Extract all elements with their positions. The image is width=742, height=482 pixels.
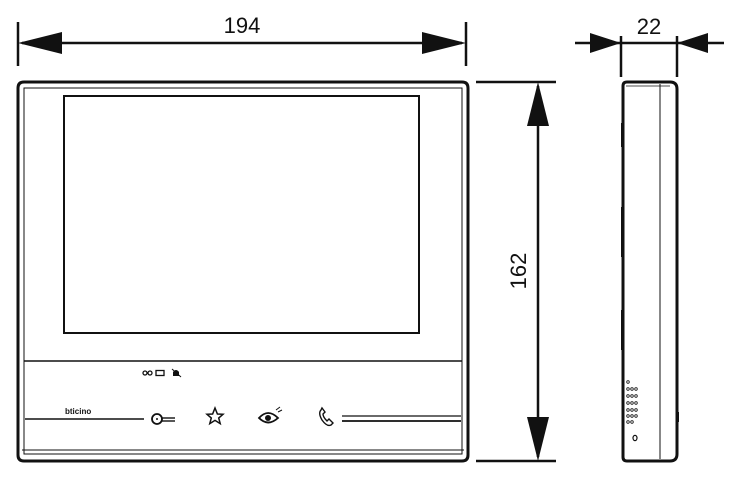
- message-icon: [155, 369, 165, 377]
- star-icon[interactable]: [205, 405, 225, 426]
- side-view: [621, 80, 679, 463]
- door-lock-key-icon[interactable]: [151, 413, 175, 425]
- width-dimension: 194: [16, 13, 468, 66]
- bticino-logo: bticino: [65, 407, 91, 416]
- mute-icon: [171, 368, 182, 378]
- phone-handset-icon[interactable]: [319, 406, 334, 427]
- depth-label: 22: [637, 14, 661, 39]
- voicemail-icon: [142, 370, 153, 376]
- screen: [63, 95, 420, 334]
- height-label: 162: [506, 253, 531, 290]
- eye-icon[interactable]: [257, 406, 283, 424]
- depth-dimension: 22: [575, 14, 724, 77]
- height-dimension: 162: [476, 80, 556, 463]
- width-label: 194: [224, 13, 261, 38]
- speaker-grille: [626, 380, 638, 442]
- front-view: bticino: [16, 80, 470, 463]
